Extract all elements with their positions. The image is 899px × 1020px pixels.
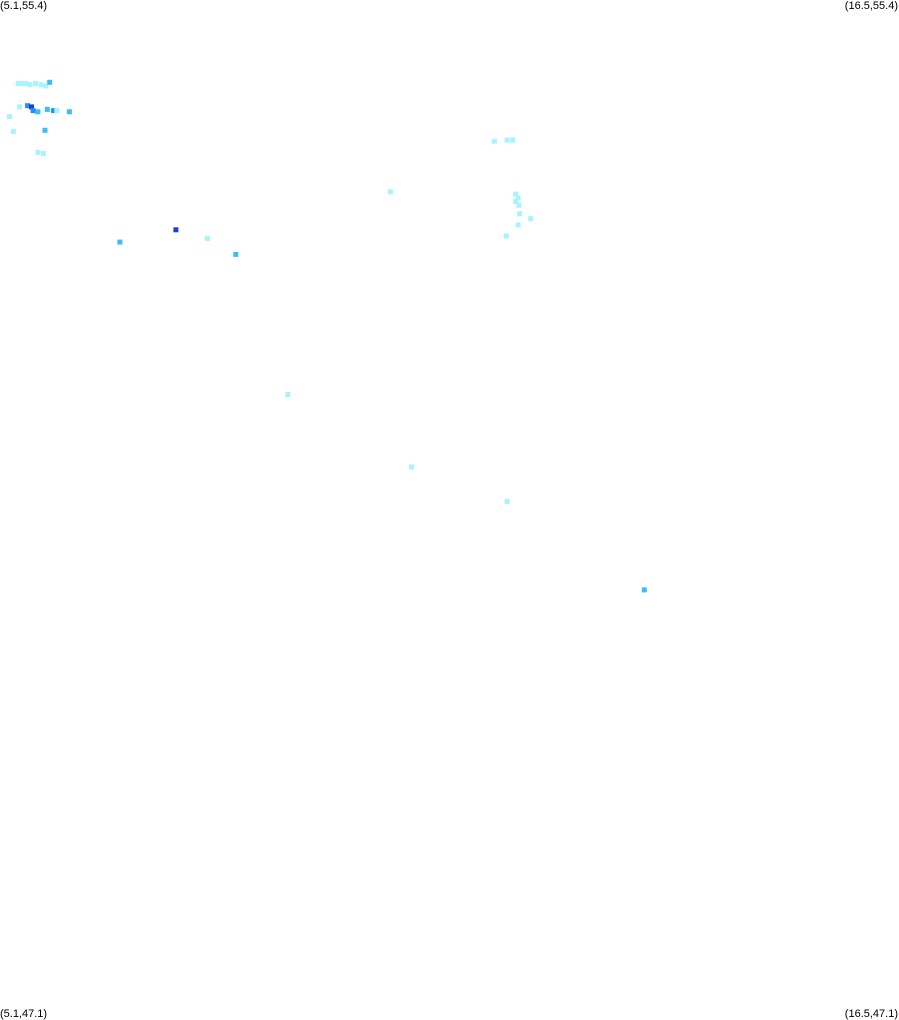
data-point — [42, 127, 48, 133]
data-point — [510, 137, 516, 143]
data-point — [43, 83, 49, 89]
data-point — [29, 104, 34, 110]
data-point — [40, 151, 46, 157]
data-point — [515, 222, 521, 228]
data-point — [491, 138, 497, 144]
data-point — [503, 233, 509, 239]
data-point — [33, 81, 38, 87]
data-point — [117, 239, 123, 245]
data-point — [38, 82, 44, 88]
data-point — [10, 129, 16, 134]
data-point — [515, 195, 521, 201]
corner-label-bottom-right: (16.5,47.1) — [844, 1008, 898, 1020]
corner-label-top-right: (16.5,55.4) — [844, 0, 898, 12]
data-point — [517, 211, 523, 217]
data-point — [173, 227, 179, 233]
data-point — [7, 114, 12, 120]
data-point — [641, 587, 647, 593]
data-point — [44, 106, 50, 112]
data-point — [25, 103, 31, 109]
corner-label-top-left: (5.1,55.4) — [0, 0, 48, 12]
data-point — [19, 81, 25, 87]
data-point — [17, 104, 23, 110]
data-point — [513, 199, 519, 204]
data-point — [504, 498, 510, 504]
data-point — [233, 251, 239, 257]
data-point — [27, 82, 33, 88]
corner-label-bottom-left: (5.1,47.1) — [0, 1008, 48, 1020]
data-points-layer — [7, 79, 647, 593]
data-point — [23, 81, 29, 87]
data-point — [387, 189, 393, 195]
data-point — [513, 191, 519, 197]
data-point — [15, 81, 21, 87]
data-point — [35, 109, 41, 115]
data-point — [204, 235, 210, 241]
data-point — [47, 79, 53, 85]
data-point — [51, 108, 57, 114]
data-point — [285, 392, 291, 397]
data-point — [35, 149, 41, 155]
data-point — [66, 109, 72, 115]
data-point — [30, 108, 36, 114]
data-point — [504, 137, 510, 143]
data-point — [516, 202, 522, 208]
data-point — [54, 108, 60, 114]
data-point — [409, 464, 415, 470]
data-point — [528, 216, 534, 222]
